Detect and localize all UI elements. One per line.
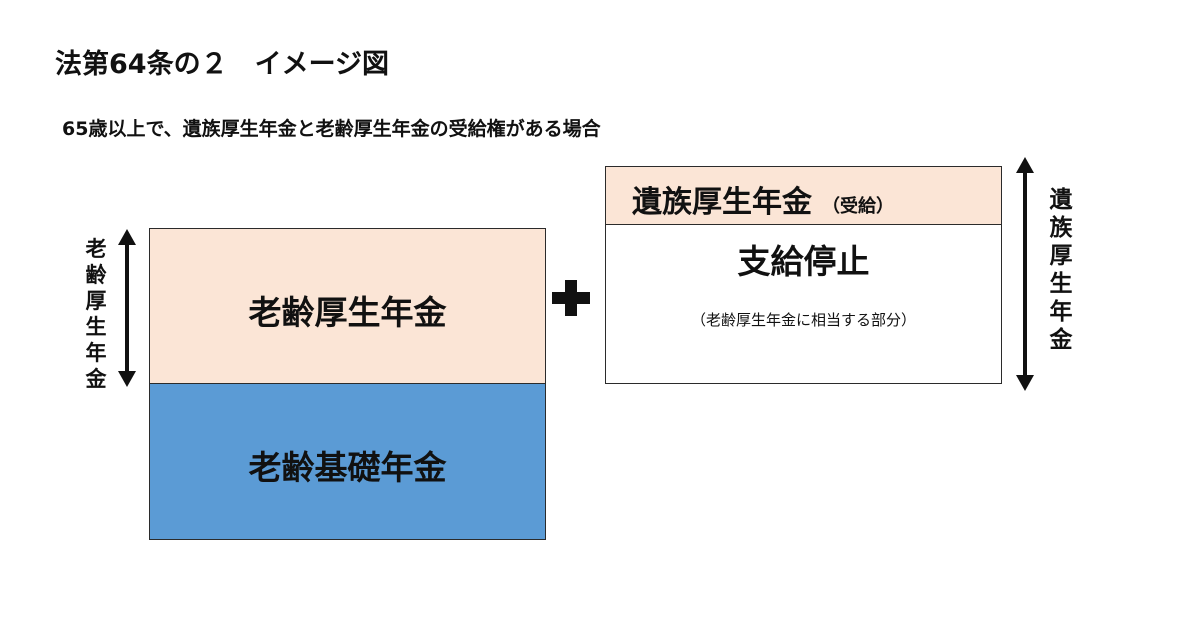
survivor-pension-label: 遺族厚生年金 bbox=[632, 185, 812, 220]
suspension-box: 支給停止 （老齢厚生年金に相当する部分） bbox=[605, 224, 1002, 384]
survivor-pension-header: 遺族厚生年金 （受給） bbox=[632, 177, 894, 221]
old-age-employee-pension-label: 老齢厚生年金 bbox=[248, 293, 447, 332]
page-title: 法第64条の２ イメージ図 bbox=[55, 49, 390, 80]
old-age-basic-pension-box: 老齢基礎年金 bbox=[149, 383, 546, 540]
double-arrow-icon bbox=[118, 229, 136, 387]
old-age-basic-pension-label: 老齢基礎年金 bbox=[248, 448, 447, 487]
page-subtitle: 65歳以上で、遺族厚生年金と老齢厚生年金の受給権がある場合 bbox=[62, 118, 601, 140]
plus-icon bbox=[552, 280, 590, 316]
right-side-label: 遺族厚生年金 bbox=[1049, 187, 1073, 353]
suspension-note: （老齢厚生年金に相当する部分） bbox=[690, 311, 916, 329]
suspension-title: 支給停止 bbox=[737, 242, 870, 281]
left-side-label: 老齢厚生年金 bbox=[85, 237, 107, 391]
survivor-pension-header-box: 遺族厚生年金 （受給） bbox=[605, 166, 1002, 225]
old-age-employee-pension-box: 老齢厚生年金 bbox=[149, 228, 546, 384]
received-note: （受給） bbox=[822, 196, 894, 217]
double-arrow-icon bbox=[1016, 157, 1034, 391]
